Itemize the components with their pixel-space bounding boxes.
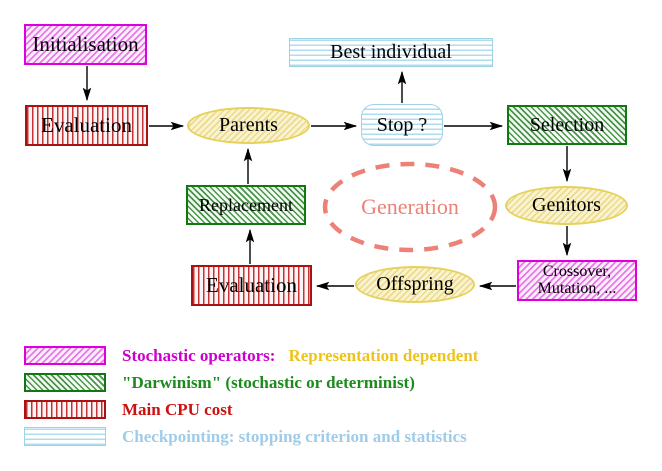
legend-label-main-cpu-cost: Main CPU cost xyxy=(122,399,233,419)
node-genitors: Genitors xyxy=(505,186,628,225)
node-selection-label: Selection xyxy=(529,113,605,136)
legend-label-darwinism: "Darwinism" (stochastic or determinist) xyxy=(122,372,415,392)
node-best-individual-label: Best individual xyxy=(330,41,452,63)
node-crossover-label-line1: Crossover, xyxy=(542,262,612,280)
node-crossover-label-line2: Mutation, ... xyxy=(537,279,617,297)
node-best-individual: Best individual xyxy=(289,38,493,67)
node-stop-label: Stop ? xyxy=(376,113,428,136)
red-vertical-stripes-swatch xyxy=(24,400,106,419)
node-genitors-label: Genitors xyxy=(532,194,601,216)
node-initialisation-label: Initialisation xyxy=(32,32,139,57)
node-replacement: Replacement xyxy=(186,185,306,225)
node-evaluation-bottom-label: Evaluation xyxy=(206,273,297,298)
legend-row-stochastic-operators: Stochastic operators: Representation dep… xyxy=(24,346,478,365)
legend-row-darwinism: "Darwinism" (stochastic or determinist) xyxy=(24,373,415,392)
node-stop: Stop ? xyxy=(361,104,443,146)
node-offspring-label: Offspring xyxy=(376,273,454,295)
legend-row-checkpointing: Checkpointing: stopping criterion and st… xyxy=(24,427,467,446)
node-replacement-label: Replacement xyxy=(199,194,293,215)
legend-label-stochastic-operators: Stochastic operators: xyxy=(122,345,276,365)
magenta-diagonal-hatch-swatch xyxy=(24,346,106,365)
node-evaluation-top-label: Evaluation xyxy=(41,113,132,138)
node-parents-label: Parents xyxy=(219,114,278,136)
node-evaluation-bottom: Evaluation xyxy=(191,265,312,306)
node-initialisation: Initialisation xyxy=(24,24,147,65)
legend-label-representation-dependent: Representation dependent xyxy=(288,345,479,365)
node-crossover-mutation: Crossover, Mutation, ... xyxy=(517,260,637,301)
legend-row-main-cpu-cost: Main CPU cost xyxy=(24,400,232,419)
green-diagonal-hatch-swatch xyxy=(24,373,106,392)
node-evaluation-top: Evaluation xyxy=(25,105,148,146)
cyan-horizontal-stripes-swatch xyxy=(24,427,106,446)
node-generation-label: Generation xyxy=(361,194,459,220)
node-selection: Selection xyxy=(507,105,627,145)
node-generation: Generation xyxy=(335,192,485,222)
legend-label-checkpointing: Checkpointing: stopping criterion and st… xyxy=(122,426,467,446)
node-offspring: Offspring xyxy=(355,266,475,303)
node-parents: Parents xyxy=(187,107,310,144)
